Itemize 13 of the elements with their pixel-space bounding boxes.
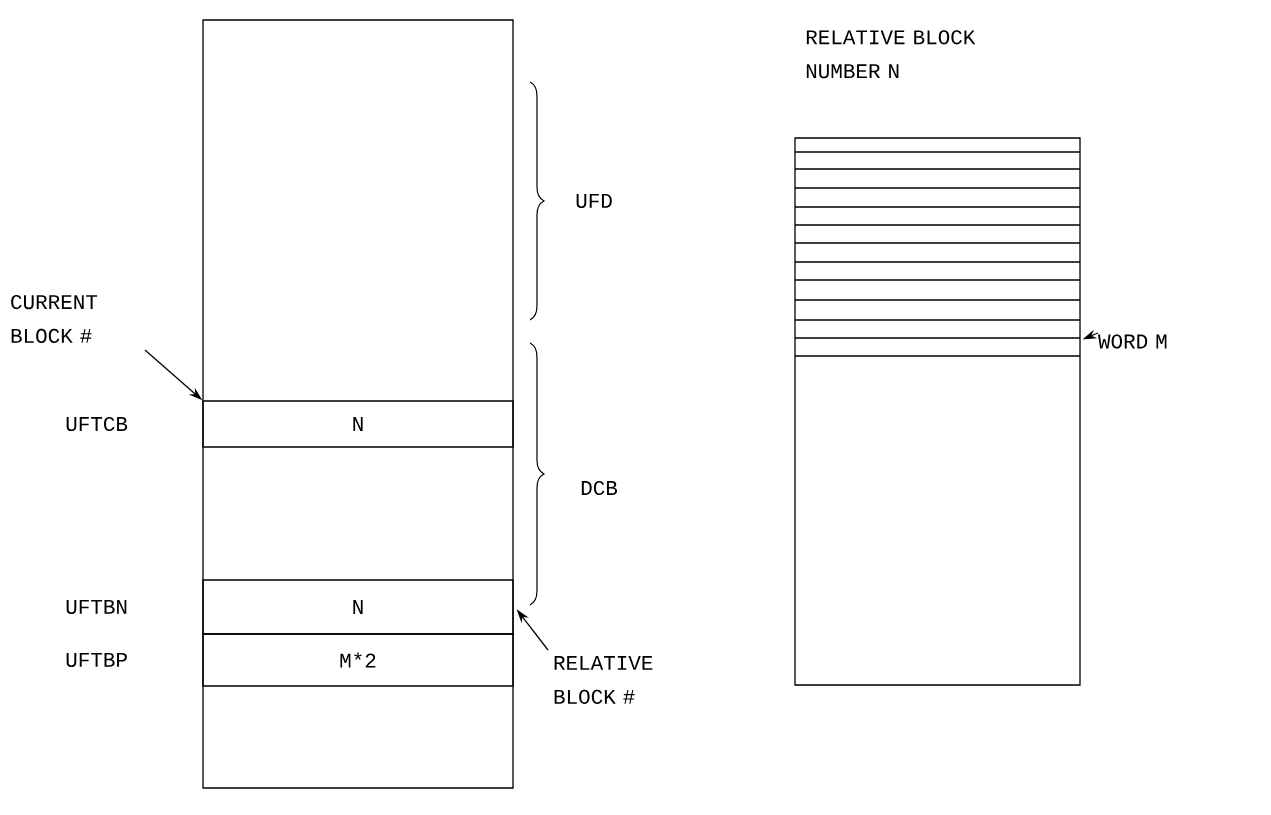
heading: RELATIVE BLOCK NUMBER N (806, 30, 976, 79)
note-text: CURRENT BLOCK # (11, 294, 98, 344)
note-text: RELATIVE BLOCK # (554, 656, 653, 704)
brace-label: UFD (576, 194, 612, 208)
note-text: WORD M (1098, 334, 1167, 349)
register-name: UFTCB (66, 416, 128, 432)
memory-box (202, 19, 514, 789)
memory-row: N (202, 579, 514, 635)
register-name: UFTBN (66, 600, 127, 614)
memory-row: N (202, 400, 514, 448)
brace-label: DCB (581, 480, 618, 496)
memory-row: M*2 (202, 633, 514, 687)
register-name: UFTBP (66, 653, 127, 667)
